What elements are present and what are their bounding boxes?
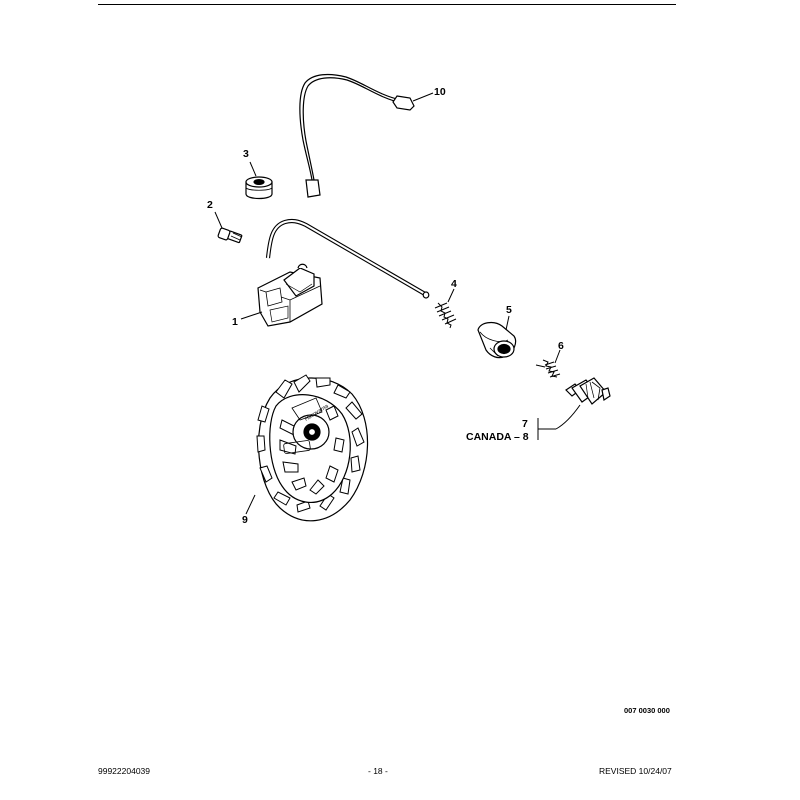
callout-8-canada: CANADA – 8 <box>466 431 529 443</box>
callout-2: 2 <box>207 199 213 211</box>
footer-revised-date: REVISED 10/24/07 <box>599 766 672 776</box>
part-2-screw <box>217 227 243 244</box>
callout-9: 9 <box>242 514 248 526</box>
part-4-spring <box>434 302 457 329</box>
leader-lines <box>214 92 581 515</box>
callout-6: 6 <box>558 340 564 352</box>
footer-part-number: 99922204039 <box>98 766 151 776</box>
callout-5: 5 <box>506 304 512 316</box>
callout-4: 4 <box>451 278 457 290</box>
callout-7: 7 <box>522 418 528 430</box>
footer-page-number: - 18 - <box>368 766 388 776</box>
callout-10: 10 <box>434 86 446 98</box>
callout-3: 3 <box>243 148 249 160</box>
part-3-grommet <box>245 176 273 200</box>
callout-1: 1 <box>232 316 238 328</box>
part-6-terminal-spring <box>535 359 561 378</box>
part-1-ignition-module <box>257 218 430 327</box>
top-rule <box>98 4 676 5</box>
part-10-ignition-lead <box>299 73 415 198</box>
drawing-number: 007 0030 000 <box>624 706 670 715</box>
part-5-plug-boot <box>477 321 517 359</box>
part-9-flywheel <box>256 374 369 522</box>
part-7-spark-plug <box>565 377 611 405</box>
